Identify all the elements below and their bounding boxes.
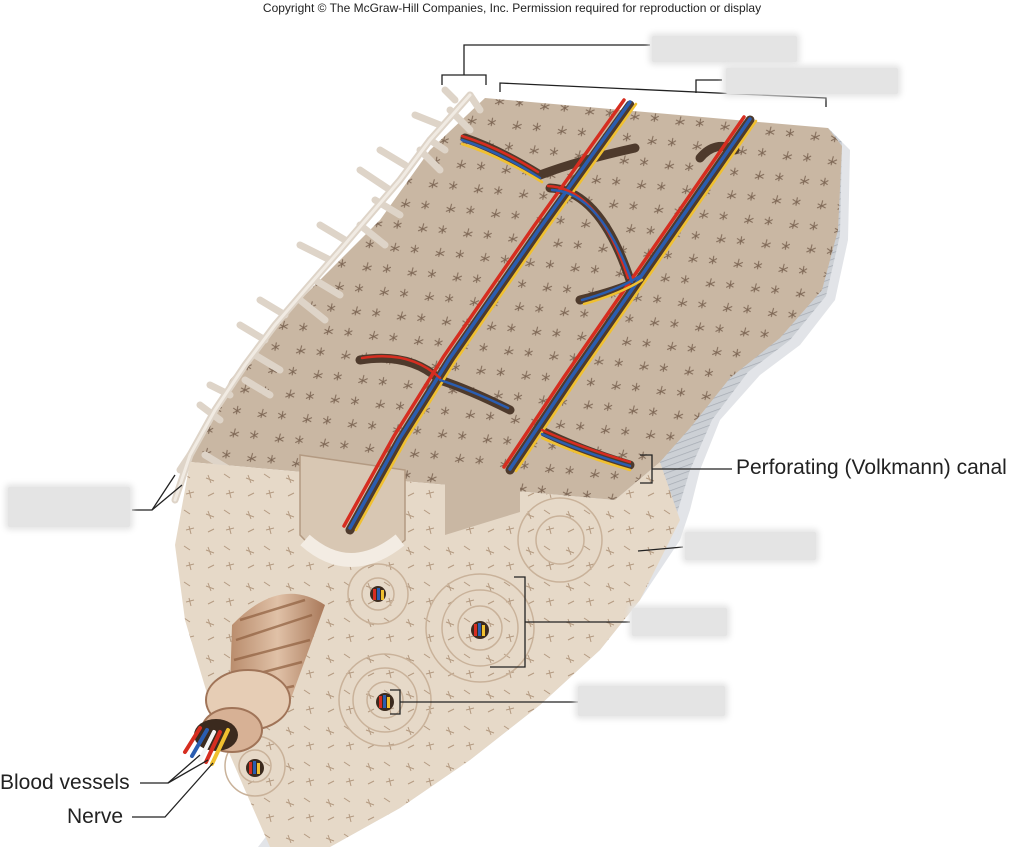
vessels-main-left [342,98,638,532]
compact-bone-front-face [175,462,680,847]
raised-osteon-block-right [445,470,520,535]
bracket-lines [132,44,827,818]
blank-label-box [632,608,727,636]
vessels-branches [360,134,644,472]
vessels-main-right [502,115,758,473]
label-nerve: Nerve [67,805,124,828]
blank-label-box [685,532,816,560]
label-blood-vessels: Blood vessels [0,771,130,794]
blank-label-box [578,686,725,716]
osteons [224,497,603,797]
emerging-vessels-and-nerve [183,726,230,766]
blank-label-box [8,487,130,527]
central-canals [246,586,489,777]
compact-bone-top-surface [190,98,842,500]
label-perforating-canal: Perforating (Volkmann) canal [736,456,1007,479]
blank-label-box [726,68,898,94]
blank-label-box [652,36,797,62]
unwrapped-osteon [194,593,325,753]
copyright-notice: Copyright © The McGraw-Hill Companies, I… [262,1,762,15]
